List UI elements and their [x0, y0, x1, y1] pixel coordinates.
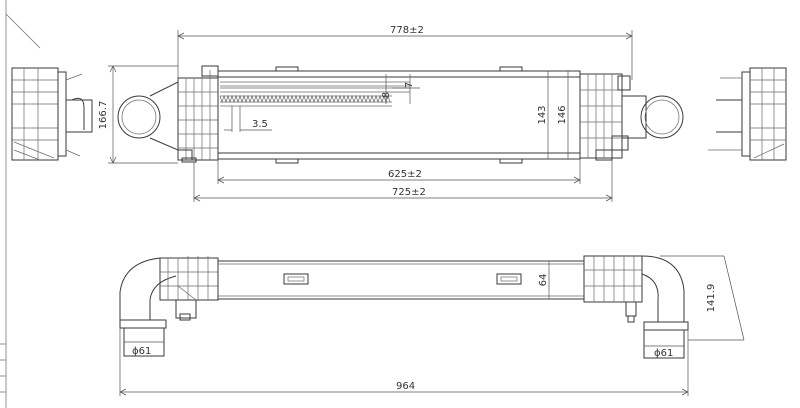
left-end-cap	[11, 67, 93, 161]
left-tank-plan	[159, 256, 219, 321]
plan-view: ϕ61 64	[119, 255, 745, 396]
dim-bottom-overall-label: 964	[396, 381, 415, 392]
dim-tube-pitch-label: 3.5	[252, 119, 268, 130]
outlet-port-circle	[640, 95, 684, 139]
inlet-port-circle	[117, 81, 179, 151]
dim-outlet-diameter-label: ϕ61	[654, 348, 673, 359]
core-plan: 64	[217, 260, 585, 300]
dim-height-left: 166.7	[98, 65, 178, 164]
dim-core-depth-label: 64	[538, 274, 549, 287]
right-tank	[579, 73, 647, 161]
dim-tank-length-label: 725±2	[392, 187, 426, 198]
right-outlet-pipe: ϕ61	[641, 255, 689, 359]
left-inlet-pipe: ϕ61	[119, 257, 177, 357]
right-tank-plan	[583, 255, 643, 323]
front-view: 166.7	[11, 25, 787, 202]
dim-fin-gap-b-label: 7	[404, 82, 415, 88]
right-end-cap	[708, 67, 787, 161]
dim-core-length-label: 625±2	[388, 169, 422, 180]
dim-inlet-diameter-label: ϕ61	[132, 346, 151, 357]
dim-fin-gap-a-label: 8	[381, 92, 392, 98]
dim-tank-length: 725±2	[193, 160, 613, 202]
dim-overall-top: 778±2	[177, 25, 633, 80]
dim-bottom-height-label: 141.9	[706, 284, 717, 313]
sheet-border	[0, 0, 41, 408]
dim-core-height-outer-label: 146	[557, 105, 568, 124]
dim-core-height-inner-label: 143	[537, 105, 548, 124]
dim-core-length: 625±2	[217, 159, 581, 184]
dim-bottom-height: 141.9	[660, 255, 745, 341]
left-tank	[177, 65, 219, 163]
dim-overall-top-label: 778±2	[390, 25, 424, 36]
core: 3.5 8 7 143 146	[217, 66, 581, 164]
dim-height-left-label: 166.7	[98, 101, 109, 130]
dim-bottom-overall: 964	[119, 328, 689, 396]
